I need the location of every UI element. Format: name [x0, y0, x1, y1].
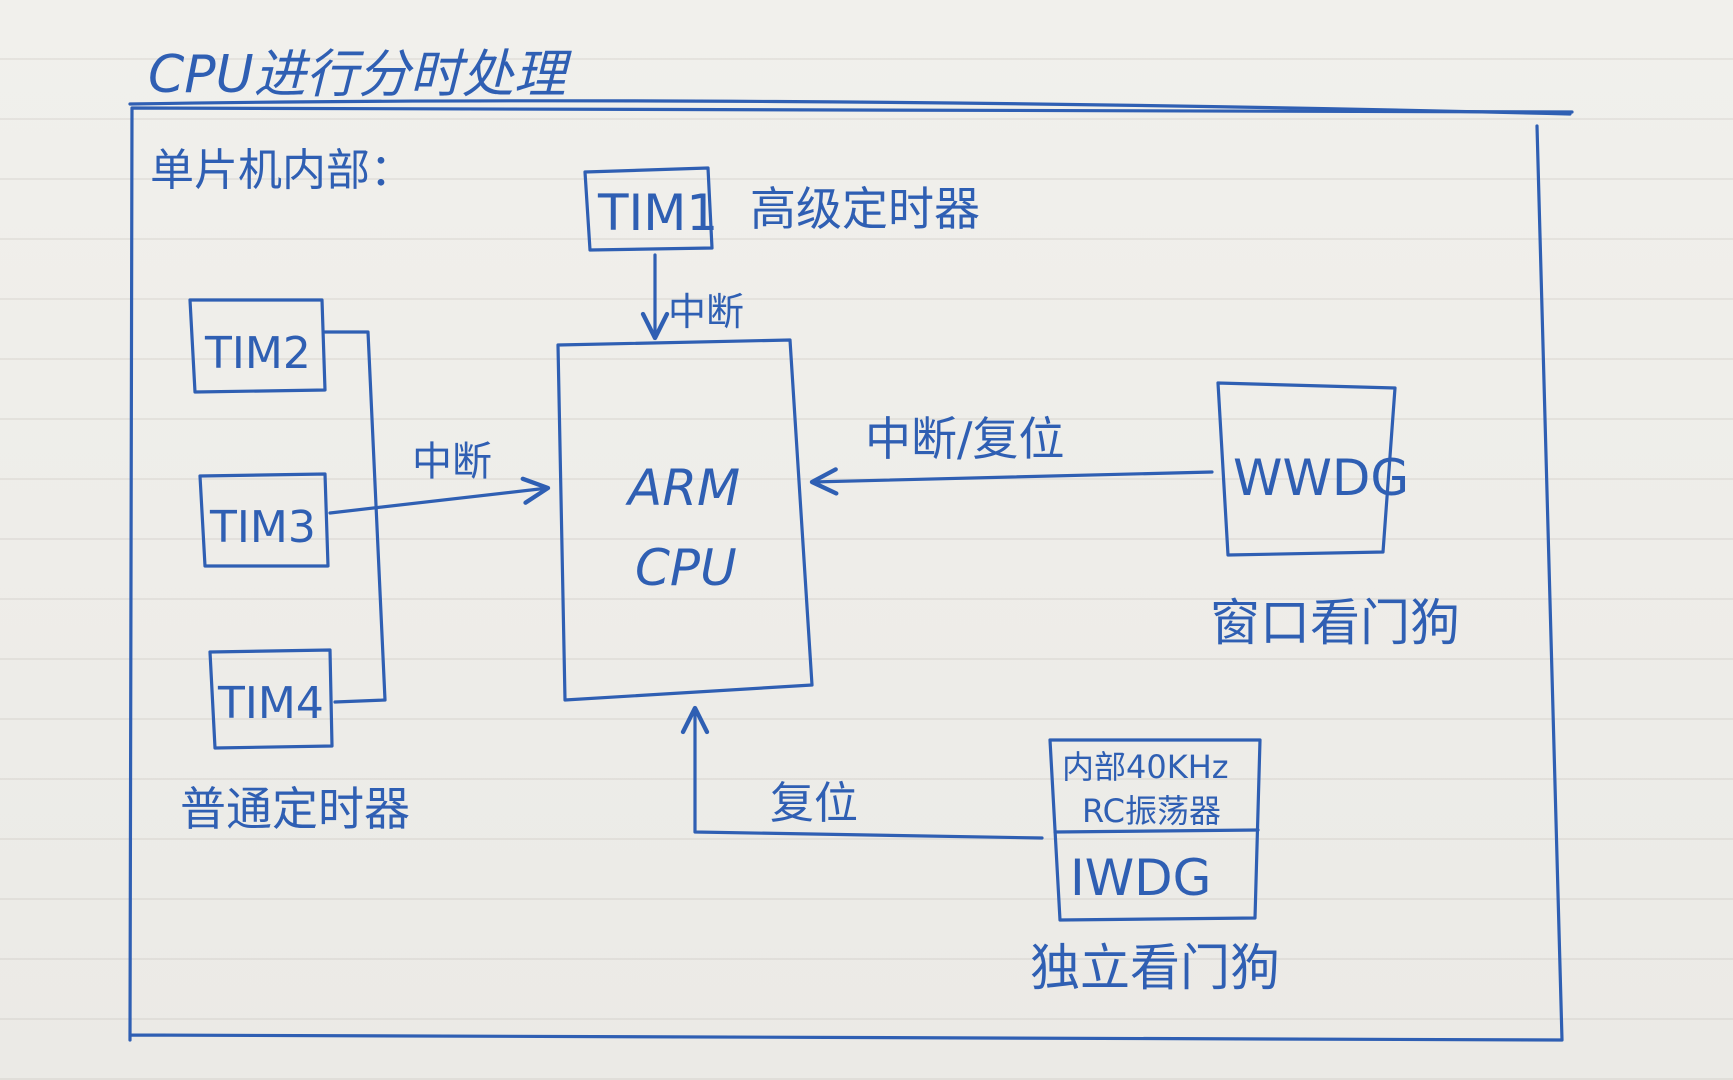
timer-bus — [323, 330, 387, 704]
wwdg-caption: 窗口看门狗 — [1210, 594, 1460, 652]
mcu-frame — [128, 106, 1574, 1042]
wwdg-to-cpu-arrow — [809, 467, 1214, 496]
general-timers-caption: 普通定时器 — [180, 782, 410, 836]
iwdg-arrow-label: 复位 — [770, 778, 858, 829]
rc-osc-line2: RC振荡器 — [1082, 792, 1221, 830]
timers-arrow-label: 中断 — [412, 439, 492, 485]
tim4-block: TIM4 — [208, 648, 334, 750]
wwdg-label: WWDG — [1233, 449, 1409, 507]
tim2-block: TIM2 — [188, 298, 327, 394]
wwdg-block: WWDG — [1216, 381, 1409, 557]
cpu-label-line2: CPU — [635, 539, 737, 597]
tim2-label: TIM2 — [204, 328, 311, 379]
tim1-label: TIM1 — [597, 184, 718, 242]
iwdg-block: 内部40KHz RC振荡器 IWDG — [1048, 738, 1262, 922]
diagram-title: CPU进行分时处理 — [148, 45, 573, 105]
cpu-block: ARM CPU — [556, 338, 814, 702]
iwdg-label: IWDG — [1070, 849, 1211, 907]
iwdg-to-cpu-arrow — [680, 705, 1044, 840]
rc-osc-line1: 内部40KHz — [1062, 748, 1229, 786]
tim3-block: TIM3 — [198, 472, 330, 568]
wwdg-arrow-label: 中断/复位 — [865, 412, 1065, 466]
tim1-caption: 高级定时器 — [750, 182, 980, 236]
tim1-arrow-label: 中断 — [668, 290, 744, 334]
section-label: 单片机内部： — [150, 145, 414, 196]
tim4-label: TIM4 — [217, 678, 324, 729]
cpu-label-line1: ARM — [625, 459, 740, 517]
timers-to-cpu-arrow — [328, 476, 551, 515]
title-underline — [128, 99, 1572, 116]
tim3-label: TIM3 — [209, 502, 316, 553]
iwdg-caption: 独立看门狗 — [1030, 939, 1280, 997]
tim1-block: TIM1 — [583, 166, 718, 252]
